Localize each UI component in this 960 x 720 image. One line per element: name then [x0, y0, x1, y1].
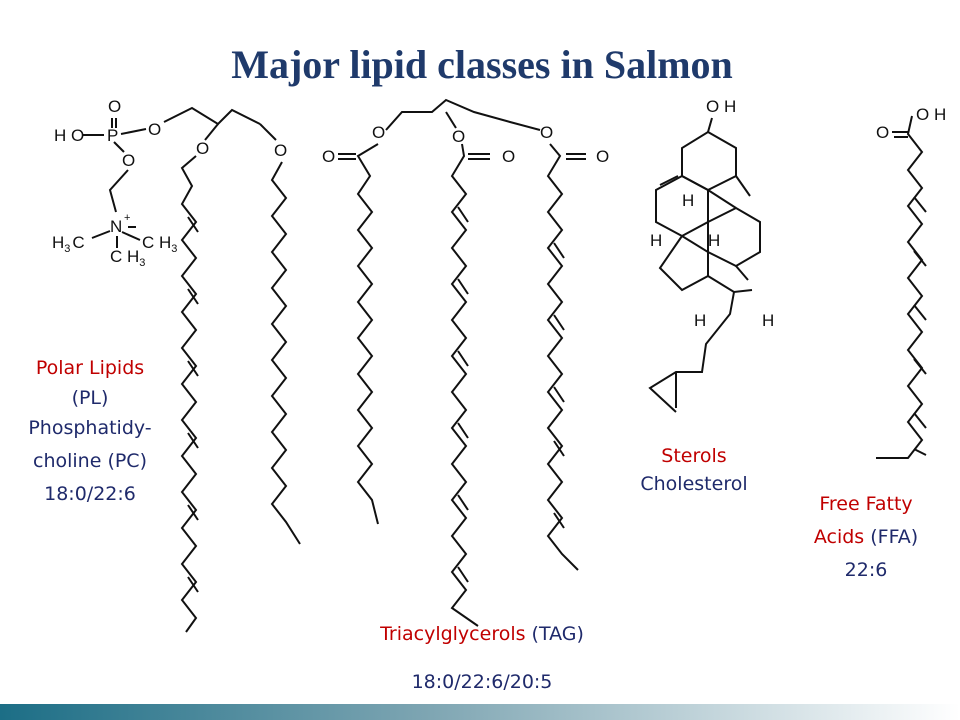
tag-label: Triacylglycerols (TAG): [379, 623, 584, 645]
label-line: Polar Lipids: [36, 357, 144, 379]
fatty-acid-chain-18-0: [270, 161, 301, 545]
atom-h: H: [708, 231, 720, 250]
label-line: 22:6: [845, 559, 888, 581]
bond: [707, 189, 737, 209]
bond: [259, 123, 277, 141]
double-bond: [553, 512, 565, 529]
ffa-label: Free Fatty Acids (FFA) 22:6: [814, 493, 918, 581]
double-bond: [913, 196, 927, 213]
atom-o: O: [876, 123, 889, 142]
double-bonds: [913, 196, 927, 456]
atom-p: P: [107, 126, 118, 145]
double-bond: [187, 288, 199, 305]
double-bond: [913, 412, 927, 429]
label-line: Acids (FFA): [814, 526, 918, 548]
glycerol-backbone: [385, 98, 541, 131]
atom-o: O: [196, 139, 209, 158]
fatty-acid-chain-20-5: [546, 143, 579, 571]
atom-o: O: [108, 97, 121, 116]
double-bond: [913, 448, 927, 456]
double-bonds: [553, 242, 565, 529]
atom-o: O: [372, 123, 385, 142]
methyl-bond: [735, 175, 751, 197]
bond: [120, 128, 147, 135]
double-bond: [553, 242, 565, 259]
atom-h: H: [682, 191, 694, 210]
atom-h: H: [762, 311, 774, 330]
double-bond: [913, 304, 927, 321]
atom-h: H: [650, 231, 662, 250]
glycerol-backbone: [163, 106, 261, 126]
double-bond: [187, 216, 199, 233]
double-bond: [457, 206, 469, 223]
bond: [113, 141, 125, 153]
double-bond: [913, 358, 927, 375]
methyl-bond: [735, 265, 749, 281]
double-bond: [457, 422, 469, 439]
double-bond: [457, 566, 469, 583]
label-line: 18:0/22:6: [44, 483, 136, 505]
double-bond: [187, 504, 199, 521]
atom-o: O: [540, 123, 553, 142]
sterols-label: Sterols: [661, 445, 726, 467]
triacylglycerol-structure: O O O O O O: [322, 98, 609, 627]
double-bond: [187, 576, 199, 593]
double-bond: [457, 278, 469, 295]
double-bond: [553, 314, 565, 331]
atom-oh: O H: [916, 105, 946, 124]
label-line: choline (PC): [33, 450, 147, 472]
cholesterol-structure: O H H H H H H: [648, 97, 774, 413]
atom-ho: H O: [54, 126, 84, 145]
atom-o: O: [148, 120, 161, 139]
atom-ch3: C H3: [142, 233, 177, 255]
free-fatty-acid-structure: O O H: [876, 105, 946, 459]
fatty-acid-chain-22-6: [180, 155, 198, 633]
tag-composition: 18:0/22:6/20:5: [412, 671, 553, 693]
double-bond: [457, 494, 469, 511]
cholesterol-label: Cholesterol: [640, 473, 747, 495]
bond: [445, 111, 457, 129]
double-bonds: [187, 216, 199, 593]
double-bond: [457, 350, 469, 367]
label-line: Free Fatty: [819, 493, 912, 515]
side-chain: [648, 291, 735, 413]
label-line: (PL): [72, 387, 109, 409]
atom-o: O: [122, 151, 135, 170]
atom-o: O: [502, 147, 515, 166]
double-bond: [659, 175, 679, 186]
atom-o: O: [322, 147, 335, 166]
polar-lipids-label: Polar Lipids (PL) Phosphatidy- choline (…: [28, 357, 151, 505]
atom-oh: O H: [706, 97, 736, 116]
charge-plus: +: [124, 212, 130, 224]
ring-d: [658, 235, 709, 292]
atom-o: O: [274, 141, 287, 160]
double-bond: [913, 250, 927, 267]
atom-o: O: [452, 127, 465, 146]
double-bond: [553, 386, 565, 403]
label-line: Phosphatidy-: [28, 417, 151, 439]
bond: [108, 169, 129, 213]
double-bond: [187, 360, 199, 377]
slide-title: Major lipid classes in Salmon: [231, 42, 733, 87]
atom-ch3: C H3: [110, 247, 145, 269]
bond: [91, 230, 111, 239]
atom-n: N: [110, 217, 122, 236]
bond: [121, 231, 141, 241]
fatty-acid-chain-18-0: [356, 143, 379, 525]
bond: [204, 123, 219, 141]
double-bonds: [457, 206, 469, 583]
double-bond: [553, 440, 565, 457]
atom-o: O: [596, 147, 609, 166]
fatty-acid-chain-22-6: [450, 143, 479, 627]
atom-h: H: [694, 311, 706, 330]
bond: [707, 117, 713, 133]
footer-gradient-bar: [0, 704, 960, 720]
double-bond: [187, 432, 199, 449]
fatty-acid-chain-22-6: [876, 115, 924, 459]
